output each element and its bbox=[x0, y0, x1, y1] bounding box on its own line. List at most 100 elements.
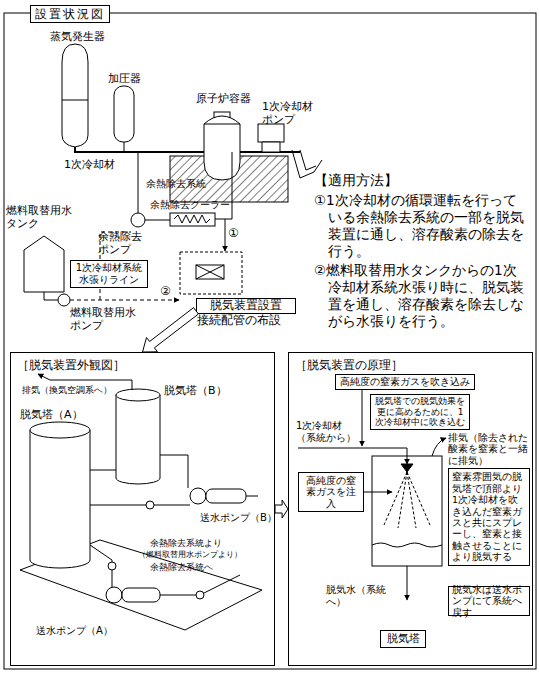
component-label: 燃料取替用水ポンプ bbox=[70, 306, 140, 332]
node-text: 脱気水は送水ポンプにて系統へ戻す bbox=[452, 584, 526, 618]
tower-a-top bbox=[30, 422, 90, 438]
node-text: 脱気塔での脱気効果を更に高めるために、1次冷却材中に吹き込む bbox=[374, 396, 466, 428]
surge-line bbox=[124, 142, 125, 152]
node-text: 高純度の窒素ガスを吹き込み bbox=[340, 376, 470, 388]
flow-label: 排気（除去された酸素を窒素と一緒に排気） bbox=[448, 432, 530, 466]
part-label: 排気（換気空調系へ） bbox=[22, 385, 112, 396]
component-label: 原子炉容器 bbox=[196, 92, 251, 105]
part-label: 脱気塔（B） bbox=[164, 384, 227, 397]
pipe bbox=[300, 150, 316, 170]
pipe bbox=[90, 505, 190, 506]
component-label: 1次冷却材 bbox=[64, 158, 115, 171]
rhr-pipe bbox=[138, 152, 139, 213]
method-note: ②燃料取替用水タンクからの1次冷却材系統水張り時に、脱気装置を通し、溶存酸素を除… bbox=[314, 262, 530, 330]
part-label: 送水ポンプ（A） bbox=[36, 625, 113, 637]
hollow-arrow bbox=[143, 308, 199, 352]
vessel-head bbox=[204, 116, 240, 124]
tower-b-top bbox=[116, 389, 160, 401]
pipe bbox=[160, 455, 188, 488]
component-label: 蒸気発生器 bbox=[50, 30, 105, 43]
pump-a-motor bbox=[122, 588, 160, 602]
exhaust-arrow bbox=[432, 438, 446, 456]
callout-number: ① bbox=[228, 226, 239, 240]
tower-a bbox=[30, 430, 90, 568]
water-tank bbox=[24, 236, 64, 292]
node-text: 高純度の窒素ガスを注入 bbox=[302, 475, 360, 509]
node-text: ［脱気装置外観図］ bbox=[17, 357, 125, 374]
node-subtext: 接続配管の布設 bbox=[197, 314, 281, 328]
fill-line bbox=[70, 300, 179, 301]
flow-label: 1次冷却材（系統から） bbox=[296, 420, 358, 444]
steam-generator bbox=[62, 44, 88, 147]
deaerator-symbol bbox=[196, 265, 224, 279]
pump-b-motor bbox=[206, 489, 246, 503]
pump-motor bbox=[258, 124, 284, 142]
pump-a bbox=[106, 587, 122, 603]
hollow-arrow bbox=[275, 500, 288, 518]
title-box: 設置状況図 bbox=[30, 5, 110, 23]
section-heading: 【適用方法】 bbox=[314, 172, 398, 189]
deaerator-exterior bbox=[20, 374, 262, 630]
node-text: 脱気装置設置 bbox=[210, 299, 282, 313]
valve bbox=[146, 501, 154, 509]
method-note: ①1次冷却材の循環運転を行っている余熱除去系統の一部を脱気装置に通し、溶存酸素の… bbox=[314, 192, 530, 260]
part-label: 送水ポンプ（B） bbox=[200, 512, 277, 524]
line-box: 1次冷却材系統水張りライン bbox=[70, 260, 148, 288]
panel: ［脱気装置の原理］ 高純度の窒素ガスを吹き込み脱気塔での脱気効果を更に高めるために… bbox=[288, 352, 533, 666]
deaerator-location bbox=[180, 252, 242, 294]
spray bbox=[384, 472, 430, 528]
fill-line bbox=[100, 289, 101, 300]
rhr-pump bbox=[131, 213, 145, 227]
valve bbox=[196, 591, 204, 599]
note-box: 脱気塔での脱気効果を更に高めるために、1次冷却材中に吹き込む bbox=[370, 394, 470, 430]
tower-b bbox=[116, 395, 160, 484]
spray-nozzle bbox=[401, 464, 413, 472]
reactor-vessel bbox=[204, 124, 240, 180]
steam-generator-line bbox=[62, 100, 88, 101]
flow-arrow bbox=[225, 219, 226, 251]
plant-schematic bbox=[24, 44, 322, 306]
component-label: 1次冷却材ポンプ bbox=[262, 100, 314, 126]
node-text: ［脱気装置の原理］ bbox=[295, 357, 403, 374]
outer-frame bbox=[4, 13, 536, 669]
node-text: 脱気塔 bbox=[387, 632, 420, 645]
note-box: 高純度の窒素ガスを注入 bbox=[298, 472, 364, 512]
node-text: 1次冷却材系統水張りライン bbox=[74, 262, 144, 286]
panel: ［脱気装置外観図］ bbox=[10, 352, 275, 666]
rhr-cooler bbox=[170, 213, 215, 226]
outlet-arrow bbox=[407, 566, 408, 600]
node-text: 窒素雰囲気の脱気塔で頂部より1次冷却材を吹き込んだ窒素ガスと共にスプレーし、窒素… bbox=[452, 471, 526, 562]
pump-casing bbox=[262, 142, 280, 152]
note-box: 窒素雰囲気の脱気塔で頂部より1次冷却材を吹き込んだ窒素ガスと共にスプレーし、窒素… bbox=[448, 468, 530, 566]
pipe-label: 余熱除去系統より bbox=[150, 538, 222, 549]
refuel-pump bbox=[58, 294, 70, 306]
pipe-label: 余熱除去系統へ bbox=[150, 562, 213, 573]
note-box: 脱気水は送水ポンプにて系統へ戻す bbox=[448, 586, 530, 616]
injection-arrow bbox=[364, 492, 392, 493]
tower bbox=[372, 456, 442, 566]
component-label: 余熱除去系統 bbox=[146, 178, 206, 190]
pipe bbox=[90, 470, 116, 471]
flow-label: 脱気水（系統へ） bbox=[326, 584, 386, 608]
cooler-coil bbox=[174, 215, 210, 223]
deaerator-symbol bbox=[196, 265, 224, 279]
valve bbox=[108, 562, 116, 570]
water-surface bbox=[372, 543, 442, 547]
pump-b bbox=[190, 488, 206, 504]
component-label: 加圧器 bbox=[108, 72, 141, 85]
part-label: 脱気塔（A） bbox=[20, 408, 83, 421]
callout-number: ② bbox=[160, 284, 171, 298]
component-label: 燃料取替用水タンク bbox=[6, 204, 76, 230]
note-box: 高純度の窒素ガスを吹き込み bbox=[335, 374, 475, 390]
pipe bbox=[246, 496, 258, 497]
caption-box: 脱気塔 bbox=[380, 630, 426, 648]
install-box: 脱気装置設置接続配管の布設 bbox=[196, 298, 296, 314]
rhr-pipe bbox=[145, 220, 170, 221]
pipe bbox=[44, 292, 58, 300]
pressurizer bbox=[114, 86, 134, 142]
component-label: 余熱除去ポンプ bbox=[98, 230, 144, 256]
pipe-label: （燃料取替用水ポンプより） bbox=[138, 550, 242, 560]
nitrogen-arrow bbox=[362, 390, 363, 446]
